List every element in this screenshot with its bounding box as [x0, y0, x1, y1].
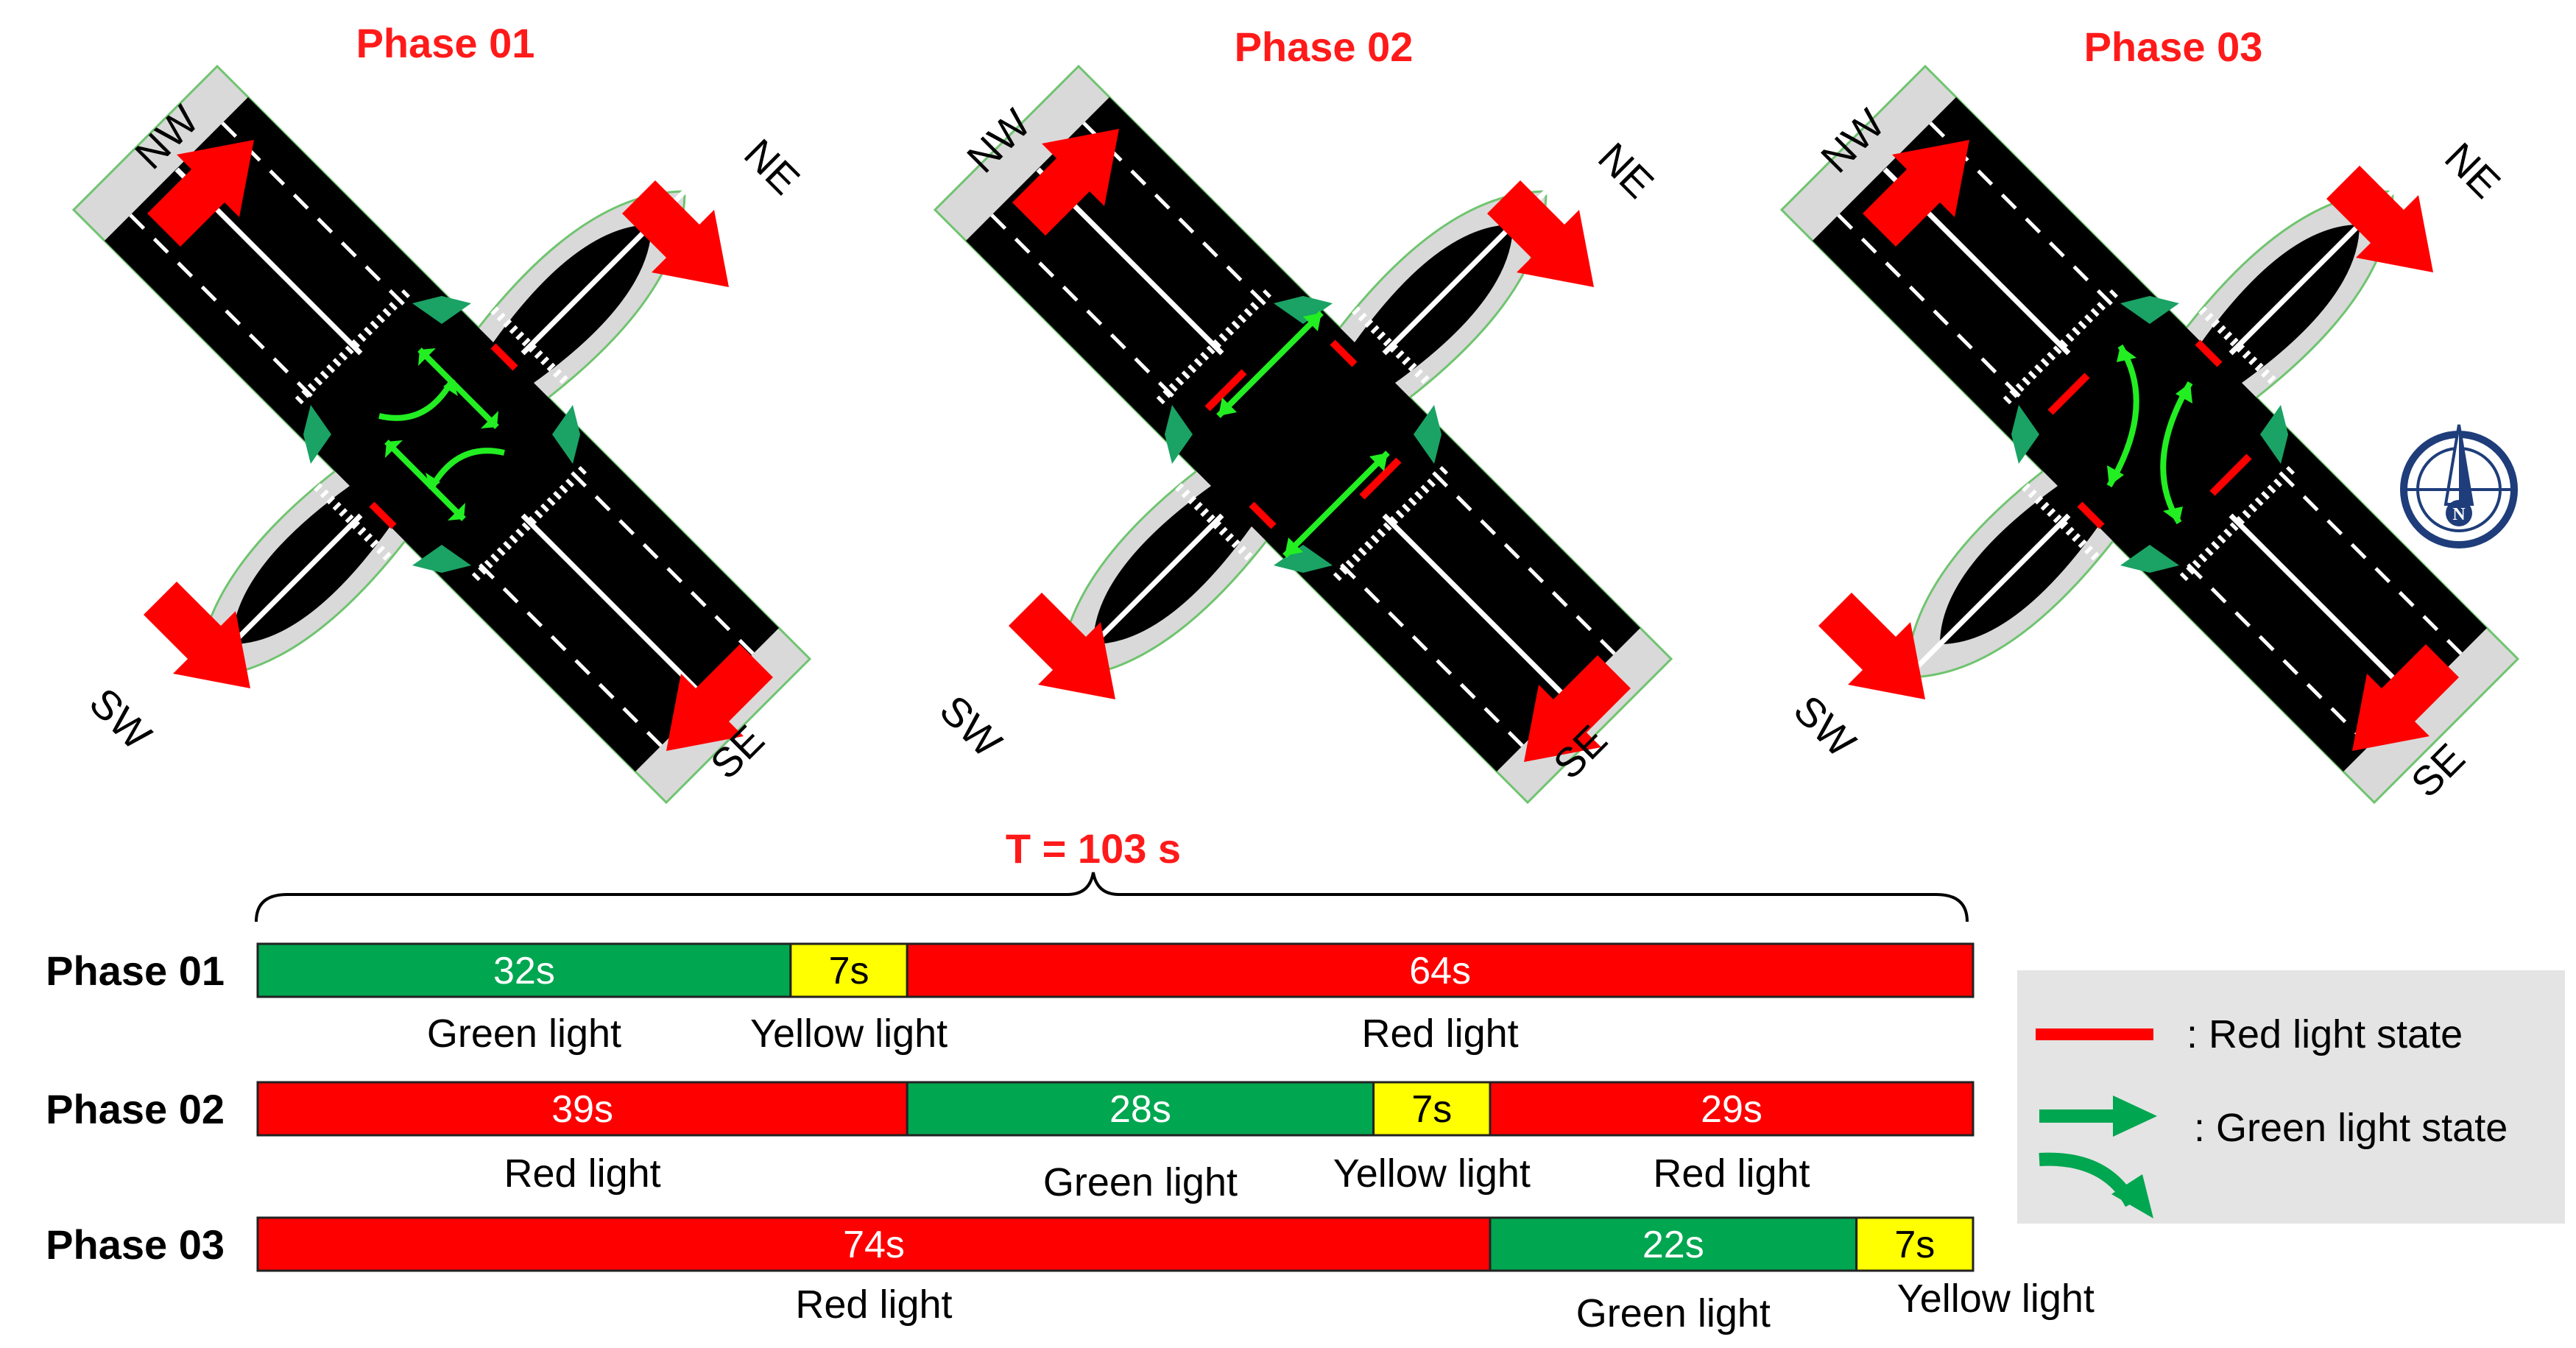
label-ne-1: NE — [735, 130, 809, 203]
legend: : Red light state : Green light state — [2017, 970, 2565, 1224]
label-ne-2: NE — [1589, 133, 1663, 207]
timeline-row-label: Phase 01 — [46, 948, 225, 994]
timeline-segment-yellow — [789, 942, 908, 998]
label-sw-1: SW — [81, 679, 160, 758]
timeline-segment-yellow — [1855, 1216, 1975, 1272]
timeline-segment-duration: 29s — [1701, 1088, 1762, 1131]
cycle-brace — [255, 872, 1969, 922]
timeline-segment-duration: 74s — [843, 1224, 905, 1266]
timeline-segment-caption: Red light — [795, 1282, 952, 1327]
timeline-segment-caption: Red light — [504, 1151, 661, 1196]
legend-green-label: : Green light state — [2194, 1106, 2508, 1150]
timeline-segment-green — [1489, 1216, 1858, 1272]
timeline-segment-red — [1489, 1081, 1975, 1137]
phase-02-title: Phase 02 — [1235, 24, 1414, 70]
timeline-segment-green — [906, 1081, 1375, 1137]
timeline-segment-duration: 22s — [1642, 1224, 1704, 1266]
approach-arrows — [144, 129, 2459, 762]
cycle-label: T = 103 s — [1006, 825, 1181, 872]
legend-red-label: : Red light state — [2187, 1012, 2463, 1056]
phase-titles: Phase 01 Phase 02 Phase 03 — [356, 20, 2263, 70]
timeline-segment-duration: 64s — [1409, 950, 1471, 992]
timeline-segment-duration: 7s — [1894, 1224, 1935, 1266]
timeline-segment-caption: Yellow light — [750, 1012, 948, 1056]
compass-letter: N — [2452, 505, 2466, 524]
intersection-phase-01 — [74, 66, 810, 802]
timeline-segment-duration: 39s — [551, 1088, 613, 1131]
label-sw-3: SW — [1785, 686, 1865, 766]
timeline-segment-caption: Green light — [1576, 1291, 1771, 1335]
timeline-segment-red — [906, 942, 1975, 998]
timeline-row-label: Phase 02 — [46, 1086, 225, 1132]
compass-icon: N — [2400, 424, 2518, 548]
intersection-phase-02 — [935, 66, 1671, 802]
timeline-segment-caption: Green light — [1043, 1160, 1238, 1204]
timeline-segment-caption: Yellow light — [1897, 1277, 2095, 1321]
timeline-segment-duration: 28s — [1109, 1088, 1171, 1131]
timeline-segment-yellow — [1372, 1081, 1492, 1137]
timeline-segment-caption: Yellow light — [1333, 1151, 1531, 1196]
intersection-phase-03 — [1782, 66, 2518, 802]
timeline-segment-duration: 7s — [829, 950, 869, 992]
label-ne-3: NE — [2436, 133, 2510, 207]
phase-03-title: Phase 03 — [2084, 24, 2263, 70]
timeline-row-label: Phase 03 — [46, 1221, 225, 1268]
timeline-segment-duration: 32s — [493, 950, 555, 992]
label-sw-2: SW — [931, 686, 1011, 766]
phase-01-title: Phase 01 — [356, 20, 535, 66]
legend-green-arrow-icon — [2039, 1095, 2157, 1218]
timeline-segment-green — [256, 942, 792, 998]
timeline-segment-caption: Red light — [1362, 1012, 1519, 1056]
timeline-segment-caption: Red light — [1653, 1151, 1810, 1196]
timeline-segment-duration: 7s — [1411, 1088, 1452, 1131]
timeline-segment-caption: Green light — [427, 1012, 621, 1056]
